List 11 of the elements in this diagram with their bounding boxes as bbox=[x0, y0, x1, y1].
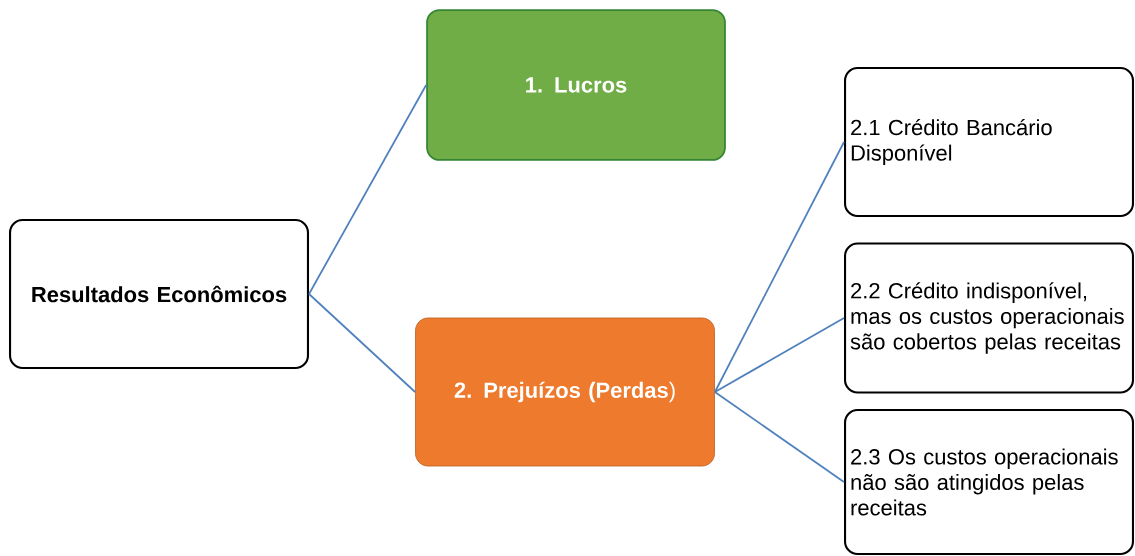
category-box: 2. Prejuízos (Perdas) bbox=[415, 317, 715, 467]
connector-line bbox=[308, 293, 416, 393]
item-box: 2.3 Os custos operacionais não são atingidos pelas receitas bbox=[844, 408, 1135, 556]
connector-line bbox=[714, 391, 845, 483]
item-box: 2.1 Crédito Bancário Disponível bbox=[844, 66, 1135, 218]
connector-line bbox=[714, 141, 845, 393]
item-box: 2.2 Crédito indisponível, mas os custos operacionais são cobertos pelas receitas bbox=[844, 242, 1135, 394]
connector-line bbox=[714, 317, 845, 393]
connector-line bbox=[308, 84, 428, 295]
topic-box: Resultados Econômicos bbox=[9, 218, 310, 370]
category-box: 1. Lucros bbox=[426, 9, 726, 161]
